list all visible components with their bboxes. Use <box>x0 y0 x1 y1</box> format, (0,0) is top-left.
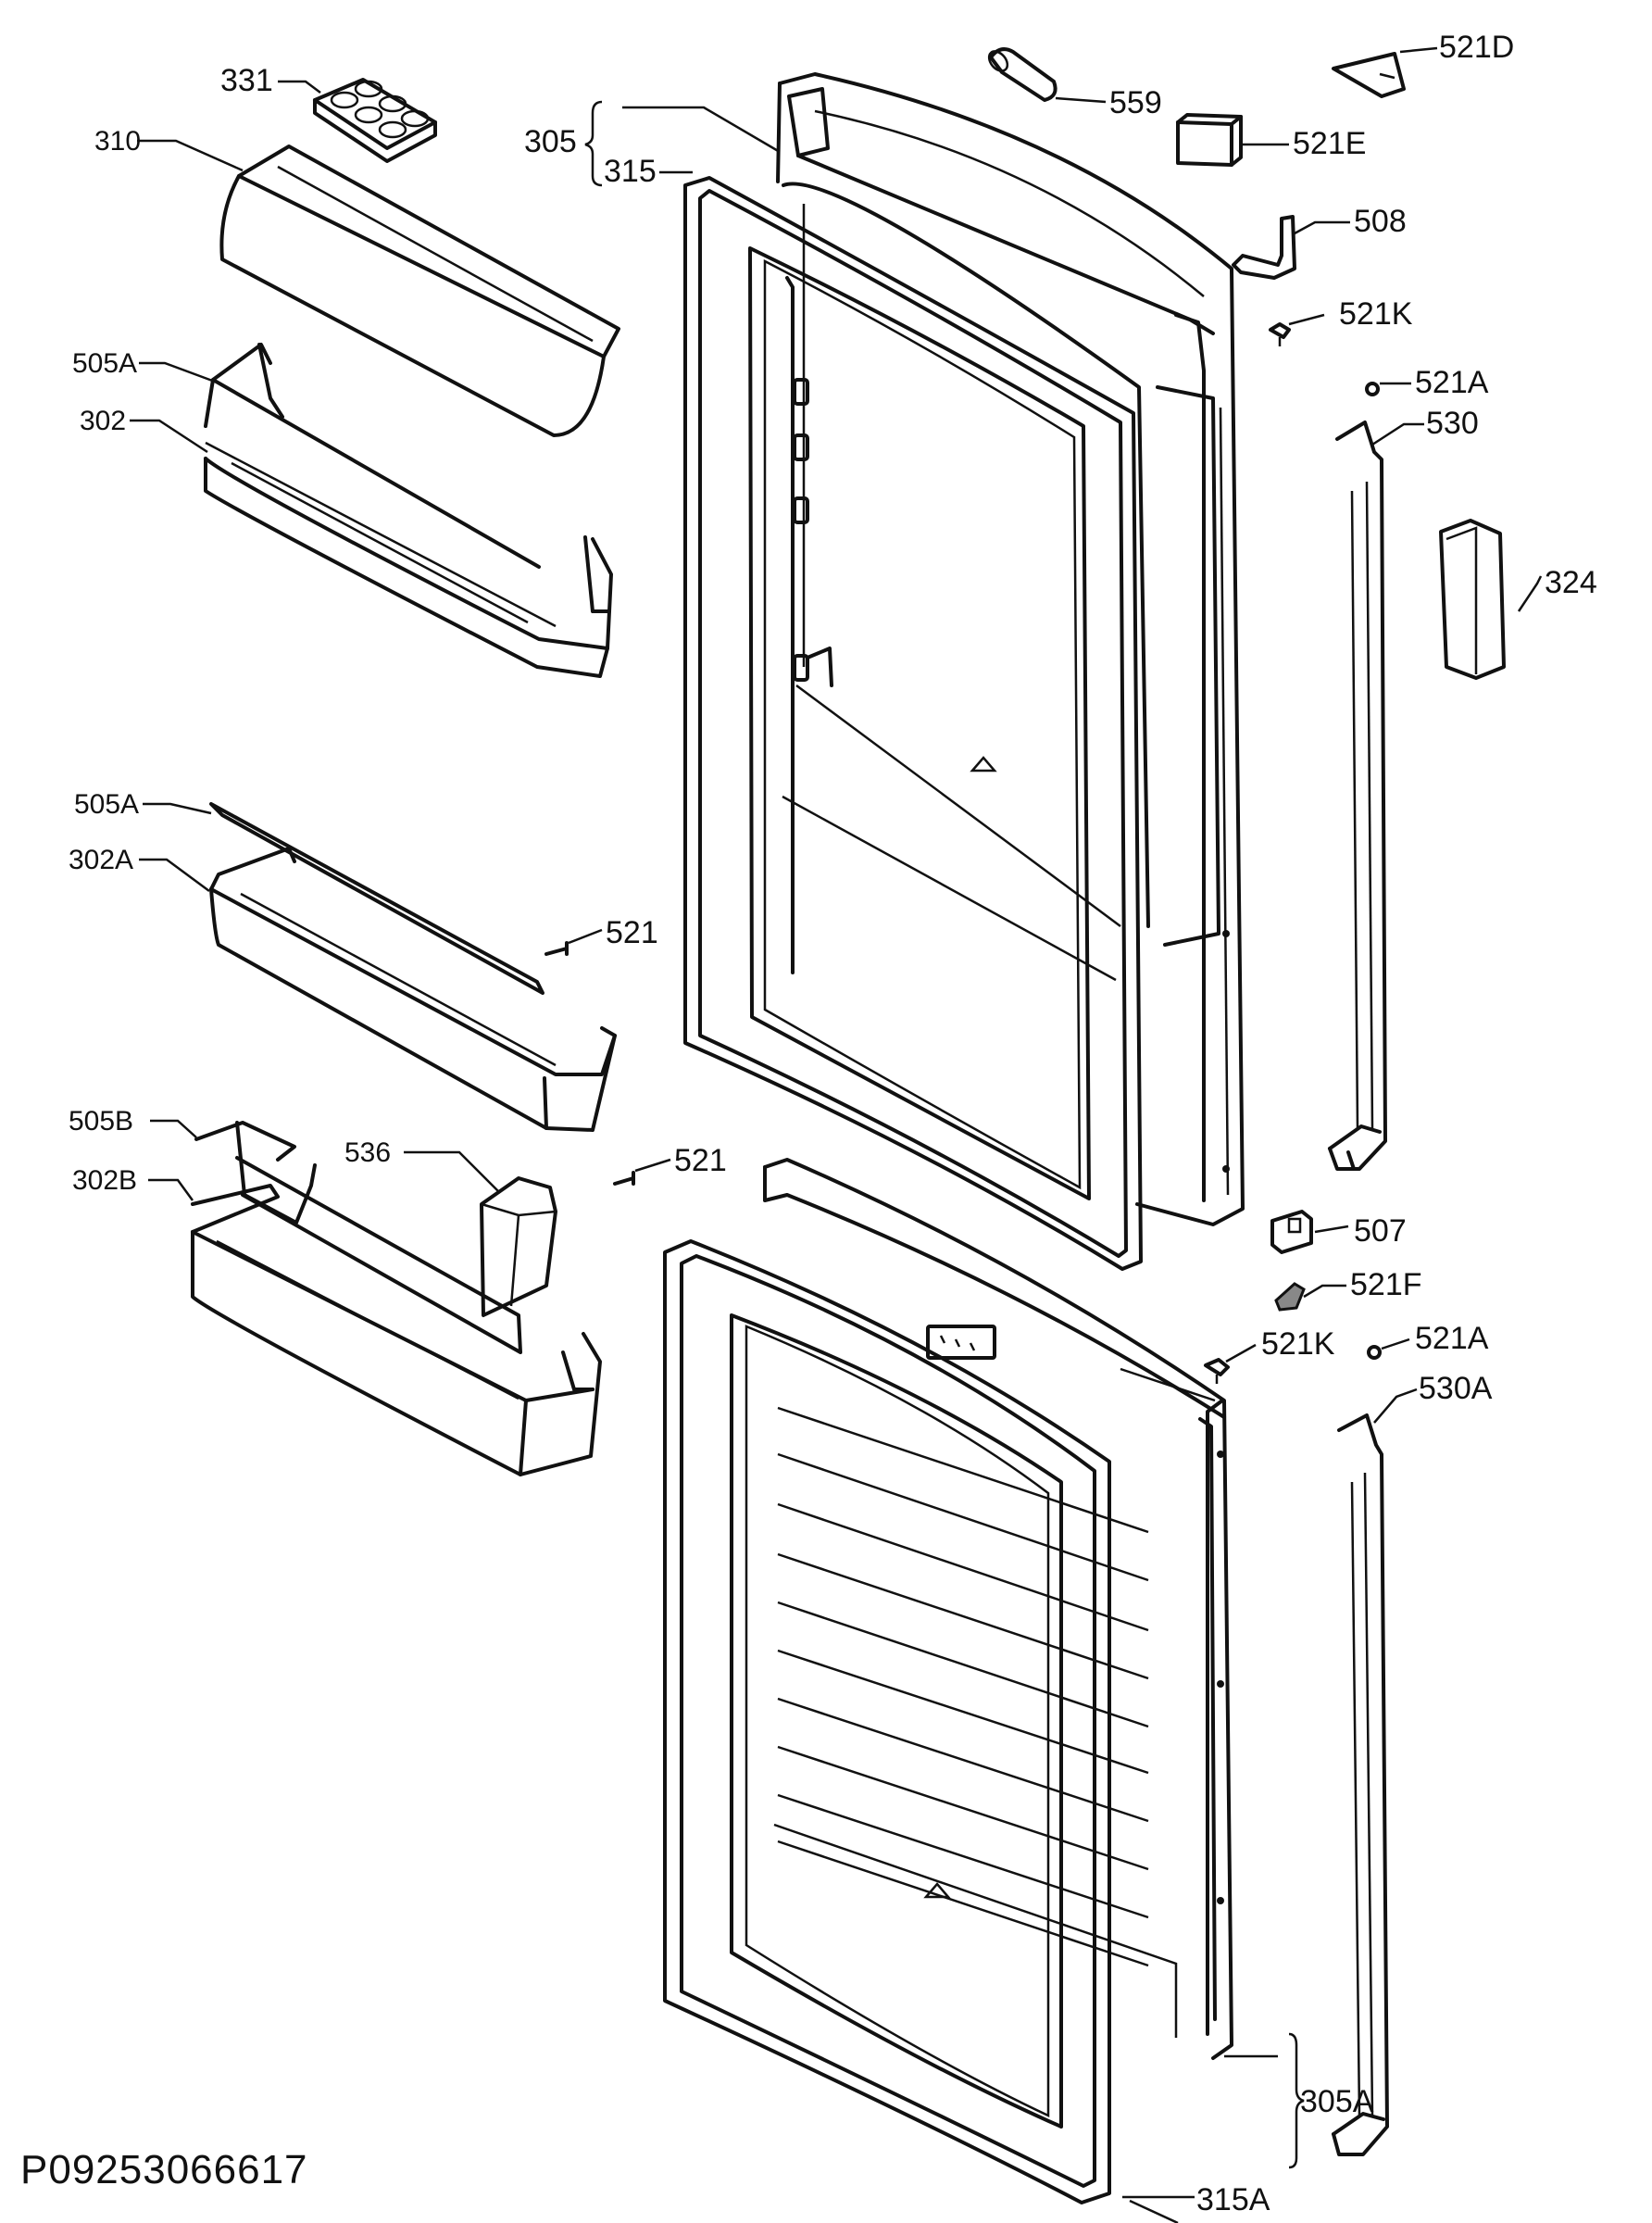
lower-door-liner-ribs <box>773 1406 1178 2038</box>
callout-315: 315 <box>604 154 657 189</box>
callout-302: 302 <box>80 406 126 436</box>
screw-521-lower <box>613 1171 635 1186</box>
callout-521f: 521F <box>1350 1267 1422 1302</box>
brace-305A <box>1288 2032 1305 2169</box>
callout-530: 530 <box>1426 406 1479 441</box>
part-521A-upper <box>1365 382 1380 396</box>
callout-521-mid: 521 <box>674 1143 727 1178</box>
callout-302b: 302B <box>72 1165 137 1196</box>
callout-536: 536 <box>344 1137 391 1168</box>
callout-559: 559 <box>1109 85 1162 120</box>
hinge-cover-530A <box>1332 1413 1389 2156</box>
callout-521e: 521E <box>1293 126 1366 161</box>
callout-324: 324 <box>1545 565 1597 600</box>
callout-521k-top: 521K <box>1339 296 1413 332</box>
hinge-cover-530 <box>1328 421 1387 1171</box>
callout-530a: 530A <box>1419 1371 1493 1406</box>
callout-505b: 505B <box>69 1106 133 1137</box>
callout-labels: 331 310 505A 302 305 315 559 521D 521E 5… <box>69 30 1597 2217</box>
callout-507: 507 <box>1354 1213 1407 1249</box>
callout-302a: 302A <box>69 845 133 875</box>
callout-505a-mid: 505A <box>74 789 139 820</box>
door-shelf-302B <box>191 1121 602 1476</box>
callout-331: 331 <box>220 63 273 98</box>
callout-521-top: 521 <box>606 915 658 950</box>
callout-310: 310 <box>94 126 141 157</box>
dairy-compartment-310 <box>219 144 620 437</box>
lower-door-305A <box>763 1158 1233 2060</box>
callout-521a-top: 521A <box>1415 365 1489 400</box>
part-324 <box>1439 519 1506 680</box>
door-gasket-315 <box>683 176 1143 1271</box>
brace-305 <box>584 100 603 187</box>
part-521F <box>1274 1282 1306 1312</box>
callout-521a-bot: 521A <box>1415 1321 1489 1356</box>
callout-315a: 315A <box>1196 2182 1270 2217</box>
callout-508: 508 <box>1354 204 1407 239</box>
part-521E <box>1176 113 1243 167</box>
callout-505a-top: 505A <box>72 348 137 379</box>
part-507 <box>1270 1210 1313 1254</box>
part-521D <box>1332 52 1406 98</box>
door-shelf-302A <box>209 802 617 1132</box>
callout-305a: 305A <box>1300 2084 1374 2119</box>
leader-lines <box>130 46 1543 2223</box>
callout-521k-bot: 521K <box>1261 1326 1335 1362</box>
callout-305: 305 <box>524 124 577 159</box>
upper-door-305 <box>776 72 1245 1226</box>
document-id: P09253066617 <box>20 2147 308 2192</box>
egg-tray-331 <box>313 78 437 163</box>
door-gasket-315A <box>663 1239 1111 2204</box>
part-521K-lower <box>1204 1358 1230 1384</box>
screw-521-upper <box>544 941 569 956</box>
part-521K-upper <box>1269 322 1291 346</box>
part-559 <box>987 47 1058 102</box>
part-536 <box>480 1176 557 1317</box>
part-508 <box>1232 215 1296 280</box>
door-shelf-302 <box>204 343 613 678</box>
callout-521d: 521D <box>1439 30 1514 65</box>
part-521A-lower <box>1367 1345 1382 1360</box>
